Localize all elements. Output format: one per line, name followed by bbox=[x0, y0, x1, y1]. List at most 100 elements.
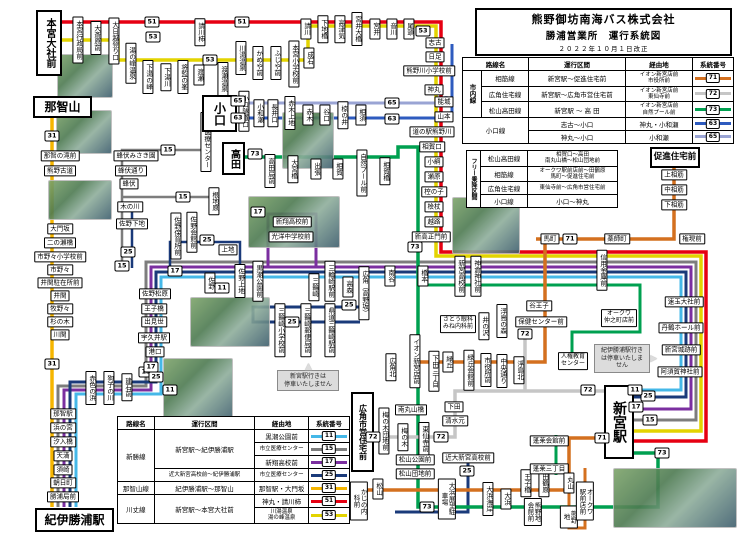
route-line-11 bbox=[74, 275, 683, 507]
stop-label: 神丸 bbox=[424, 84, 444, 96]
stop-label: 根地原 bbox=[208, 187, 220, 215]
route-number-badge: 73 bbox=[419, 501, 435, 513]
route-number-badge: 15 bbox=[114, 260, 130, 272]
group-shinai: 市内線 bbox=[461, 70, 483, 118]
stop-label: 大斎原前 bbox=[90, 21, 102, 55]
stop-label: 港口 bbox=[145, 346, 165, 358]
stop-label: 那智駅 bbox=[50, 408, 76, 420]
stop-label: 佐野上地 bbox=[234, 264, 246, 298]
stop-label: 王子橋 bbox=[141, 303, 167, 315]
stop-label: 権現前 bbox=[679, 233, 705, 245]
stop-label: 高田局前 bbox=[264, 154, 276, 188]
stop-label: 下相筋 bbox=[661, 199, 687, 211]
stop-label: 杉の木 bbox=[47, 316, 73, 328]
route-number-badge: 17 bbox=[167, 265, 183, 277]
route-number-badge: 65 bbox=[230, 95, 246, 107]
stop-label: 新高正門前 bbox=[411, 231, 451, 243]
stop-label: 梅の木 bbox=[397, 423, 409, 451]
stop-label: 日足 bbox=[425, 51, 445, 63]
stop-label: 新翔高校前 bbox=[272, 216, 312, 228]
stop-label: 湯の峰温泉 bbox=[125, 42, 137, 84]
route-line-71 bbox=[412, 239, 547, 364]
route-number-badge: 17 bbox=[143, 361, 159, 373]
stop-label: 川関 bbox=[50, 329, 70, 341]
legend-badge: 17 bbox=[311, 457, 347, 467]
stop-label: 相賀口 bbox=[419, 141, 445, 153]
stop-label: 宮井大橋 bbox=[351, 12, 363, 46]
stop-label: 請川柿 bbox=[194, 18, 206, 46]
legend-table-city-routes: 路線名 運行区間 経由地 系統番号 市内線 相筋線 新宮駅～促進住宅前 イオン新… bbox=[461, 57, 735, 144]
stop-label: 汐入橋 bbox=[50, 436, 76, 448]
col-via: 経由地 bbox=[624, 57, 693, 71]
stop-label: 浮島北 bbox=[513, 356, 525, 384]
free-zone-table: フリー乗降区間 松山高田線 相賀口～高田 南丸山橋～松山団地前 相筋線オークワ駅… bbox=[466, 149, 618, 209]
stop-label: 二の瀬橋 bbox=[44, 237, 76, 249]
stop-label: 高津気 bbox=[334, 15, 346, 43]
stop-label: 神倉神社前 bbox=[470, 255, 482, 297]
stop-label: 広角（高野坂） bbox=[358, 266, 370, 320]
stop-label: 熊野地会館前 bbox=[523, 498, 543, 526]
stop-label: オークワ 仲之町店前 bbox=[600, 309, 638, 327]
group-nachisan: 那智山線 bbox=[117, 481, 155, 495]
stop-label: 梅の木団地前 bbox=[378, 407, 390, 455]
stop-label: 下地橋 bbox=[317, 15, 329, 43]
stop-label: 相賀 bbox=[332, 158, 344, 180]
stop-label: 大浜海岸 bbox=[482, 482, 494, 516]
route-number-badge: 25 bbox=[120, 246, 136, 258]
stop-label: 赤色の浜 bbox=[85, 371, 97, 405]
stop-label: 長井口 bbox=[267, 99, 279, 127]
stop-label: 高森 bbox=[342, 276, 354, 298]
route-number-badge: 65 bbox=[384, 97, 400, 109]
stop-label: 渡瀬 bbox=[193, 64, 205, 86]
arrow-right-icon: ▶ bbox=[650, 354, 657, 365]
route-number-badge: 25 bbox=[640, 390, 656, 402]
stop-label: 山本 bbox=[434, 111, 454, 123]
route-number-badge: 73 bbox=[654, 447, 670, 459]
stop-label: 志古 bbox=[425, 37, 445, 49]
stop-label: 光洋中学校前 bbox=[268, 231, 314, 243]
legend-table-main-routes: 路線名 運行区間 経由地 系統番号 新勝線 新宮駅～紀伊勝浦駅 黒潮公園前 11… bbox=[117, 416, 350, 524]
stop-label: 朝日町 bbox=[50, 477, 76, 489]
diagram-title: 勝浦営業所 運行系統図 bbox=[545, 31, 662, 42]
stop-label: 市役所前 bbox=[480, 353, 492, 387]
stop-label: 音川 bbox=[386, 18, 398, 40]
stop-label: 尾頭 bbox=[403, 18, 415, 40]
stop-label: 小綱 bbox=[424, 156, 444, 168]
service-note-1: 新宮駅行きは 停車いたしません▲ bbox=[277, 362, 339, 391]
col-route-name: 路線名 bbox=[462, 57, 529, 71]
legend-badge: 15 bbox=[311, 444, 347, 454]
terminal-label: 新宮駅 bbox=[604, 385, 634, 459]
scenery-photo-1 bbox=[57, 54, 113, 98]
legend-badge: 31 bbox=[311, 483, 347, 493]
stop-label: 下田 bbox=[444, 401, 464, 413]
stop-label: 蜂伏 bbox=[119, 178, 139, 190]
route-number-badge: 72 bbox=[580, 384, 596, 396]
stop-label: 松山団地前 bbox=[395, 468, 435, 480]
stop-label: 牧野々 bbox=[47, 303, 73, 315]
route-line-72 bbox=[372, 389, 604, 439]
stop-label: 相須 bbox=[355, 104, 367, 126]
route-number-badge: 71 bbox=[562, 233, 578, 245]
route-number-badge: 63 bbox=[230, 112, 246, 124]
stop-label: 渡瀬温泉 bbox=[217, 62, 229, 96]
terminal-label: 本宮大社前 bbox=[36, 10, 62, 76]
stop-label: 建石前 bbox=[121, 373, 133, 401]
stop-label: 下湯川 bbox=[160, 63, 172, 91]
stop-label: 井関駐在所前 bbox=[37, 277, 83, 289]
stop-label: 清水元 bbox=[442, 415, 468, 427]
stop-label: 熊野地 bbox=[559, 505, 579, 529]
stop-label: 越路 bbox=[424, 216, 444, 228]
stop-label: ふじや前 bbox=[270, 46, 282, 80]
stop-label: 蓬莱会館前 bbox=[529, 435, 569, 447]
route-number-badge: 53 bbox=[415, 25, 431, 37]
stop-label: 大日越登り口 bbox=[108, 17, 120, 65]
route-number-badge: 71 bbox=[594, 432, 610, 444]
route-number-badge: 25 bbox=[341, 299, 357, 311]
stop-label: 椋の井 bbox=[337, 101, 349, 129]
stop-label: 出張 bbox=[310, 158, 322, 180]
stop-label: 大門坂 bbox=[47, 223, 73, 235]
stop-label: 川湯温泉 bbox=[235, 41, 247, 75]
stop-label: 椌の子 bbox=[421, 186, 447, 198]
stop-label: 中相筋 bbox=[661, 184, 687, 196]
stop-label: 近大新宮高校前 bbox=[442, 452, 494, 464]
